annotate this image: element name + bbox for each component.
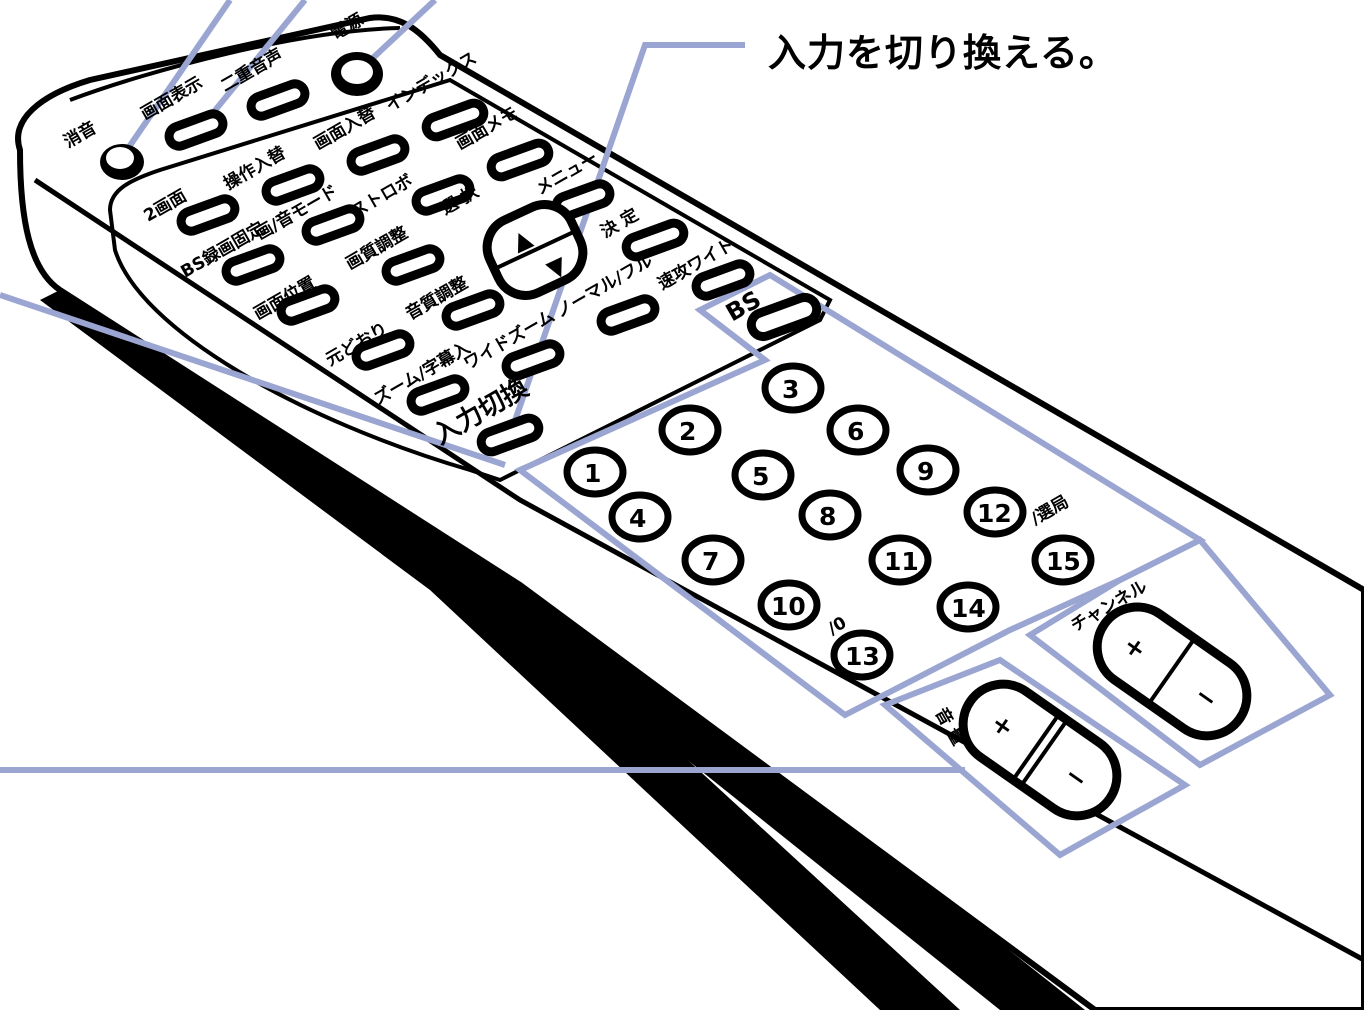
number-button-1	[563, 446, 627, 498]
remote-side-strip	[100, 320, 1085, 1010]
callout-boxes	[514, 271, 1335, 859]
select-button[interactable]: ▲ ▼	[477, 195, 592, 306]
button-panel	[107, 77, 833, 483]
number-button-6	[826, 404, 890, 456]
svg-text:7: 7	[702, 547, 719, 576]
svg-text:8: 8	[819, 502, 836, 531]
number-button-11	[868, 534, 932, 586]
svg-text:3: 3	[782, 375, 799, 404]
number-button-8	[798, 489, 862, 541]
svg-text:13: 13	[845, 642, 880, 671]
svg-text:12: 12	[977, 499, 1012, 528]
channel-rocker[interactable]: + −	[1082, 591, 1263, 751]
number-button-7	[681, 534, 745, 586]
svg-text:11: 11	[884, 547, 919, 576]
number-button-13	[830, 629, 894, 681]
caption-text: 入力を切り換える。	[768, 31, 1118, 75]
power-button[interactable]	[331, 52, 383, 96]
svg-text:5: 5	[752, 462, 769, 491]
number-button-4	[608, 491, 672, 543]
svg-text:9: 9	[917, 457, 934, 486]
number-button-12	[963, 486, 1027, 538]
svg-text:10: 10	[771, 592, 806, 621]
callout-lines	[0, 0, 965, 773]
remote-top-ridge	[69, 26, 401, 102]
svg-text:2: 2	[679, 417, 696, 446]
number-button-3	[761, 362, 825, 414]
svg-text:6: 6	[847, 417, 864, 446]
svg-text:4: 4	[629, 504, 646, 533]
pill-buttons[interactable]	[164, 79, 822, 457]
number-pad[interactable]	[563, 362, 1095, 681]
remote-shadow	[40, 290, 960, 1010]
volume-rocker[interactable]: + −	[947, 668, 1132, 831]
svg-text:14: 14	[951, 594, 986, 623]
number-button-2	[658, 404, 722, 456]
number-labels: 1 2 3 4 5 6 7 8 9 10 11 12 13 14 15	[584, 375, 1081, 671]
number-button-15	[1031, 534, 1095, 586]
number-button-10	[757, 579, 821, 631]
svg-text:1: 1	[584, 459, 601, 488]
mute-button[interactable]	[100, 144, 144, 180]
number-button-9	[896, 444, 960, 496]
number-button-5	[731, 449, 795, 501]
number-button-14	[936, 581, 1000, 633]
svg-text:15: 15	[1046, 547, 1081, 576]
